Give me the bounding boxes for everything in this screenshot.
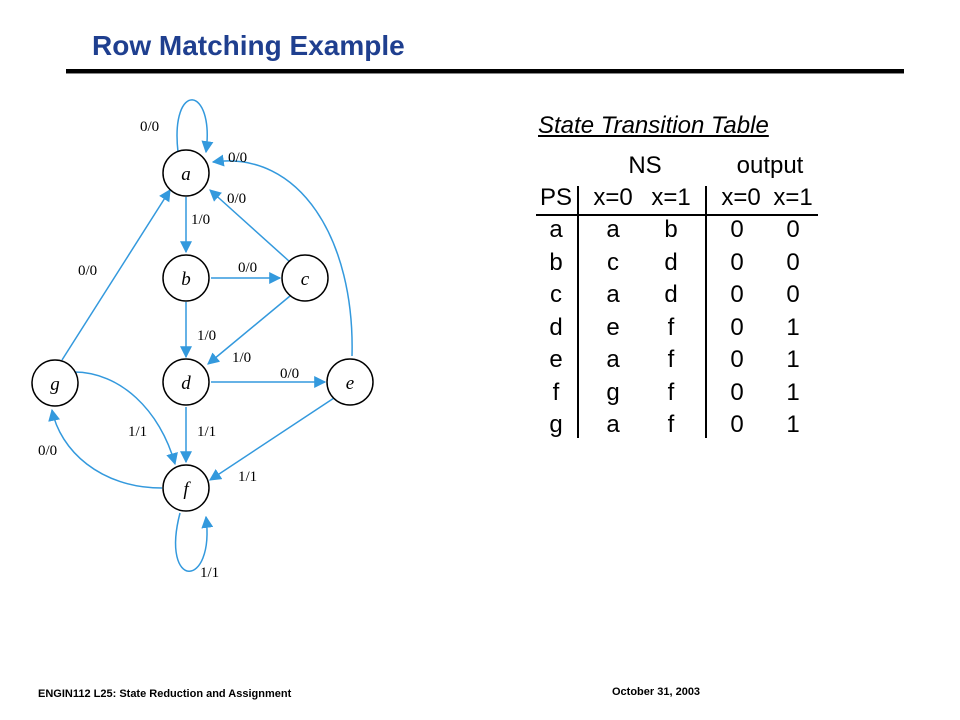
table-cell-out-x0: 0 [730,216,744,243]
title-rule-shadow [66,73,904,74]
edge-c-a [209,189,291,263]
table-cell-out-x1: 1 [786,346,800,373]
table-cell-ps: a [549,216,563,243]
table-cell-ns-x0: a [606,346,620,373]
table-cell-ns-x1: d [664,248,678,276]
node-c: c [281,254,329,302]
label-f-self: 1/1 [200,565,219,581]
table-cell-ps: f [552,378,560,406]
label-f-g: 0/0 [38,443,57,459]
edge-c-d [207,295,291,365]
node-g: g [31,359,79,407]
node-a: a [162,149,210,197]
svg-text:f: f [183,479,191,500]
table-cell-ps: c [550,281,562,308]
node-d: d [162,358,210,406]
table-cell-ns-x1: f [667,411,675,438]
label-c-a: 0/0 [227,191,246,207]
table-cell-out-x1: 1 [786,378,800,406]
edge-g-f [73,371,178,466]
table-cell-ns-x0: e [606,313,620,341]
table-cell-ns-x0: a [606,216,620,243]
col-header-ns-x1: x=1 [651,184,691,211]
ps-divider [577,186,579,438]
label-b-d: 1/0 [197,328,216,344]
header-output: output [736,152,804,179]
svg-text:b: b [181,269,191,290]
svg-text:g: g [50,374,60,395]
table-cell-ns-x1: f [667,378,675,406]
svg-text:e: e [346,373,354,394]
table-cell-ps: e [549,346,563,373]
node-e: e [326,358,374,406]
node-b: b [162,254,210,302]
table-cell-out-x1: 0 [786,281,800,308]
label-g-f: 1/1 [128,424,147,440]
table-cell-ns-x1: d [664,281,678,308]
svg-text:a: a [181,164,191,185]
table-cell-ns-x0: c [607,248,619,276]
table-cell-out-x0: 0 [730,313,744,341]
label-a-self: 0/0 [140,119,159,135]
table-cell-out-x1: 1 [786,313,800,341]
edge-a-self [176,99,214,154]
node-f: f [162,464,210,512]
edge-f-self [174,512,214,572]
table-cell-out-x1: 1 [786,411,800,438]
col-header-ps: PS [539,184,572,211]
table-cell-ns-x0: g [606,378,620,406]
edge-g-a [61,188,171,361]
table-cell-out-x0: 0 [730,378,744,406]
edge-e-f [208,397,335,481]
label-e-a: 0/0 [228,150,247,166]
ns-output-divider [705,186,707,438]
col-header-ns-x0: x=0 [593,184,633,211]
label-d-f: 1/1 [197,424,216,440]
header-underline [536,214,818,216]
table-cell-out-x0: 0 [730,346,744,373]
label-e-f: 1/1 [238,469,257,485]
title-rule [66,69,904,73]
label-b-c: 0/0 [238,260,257,276]
table-cell-out-x0: 0 [730,411,744,438]
slide-title: Row Matching Example [92,30,405,61]
table-cell-out-x0: 0 [730,281,744,308]
table-cell-out-x1: 0 [786,248,800,276]
table-cell-out-x1: 0 [786,216,800,243]
footer-course: ENGIN112 L25: State Reduction and Assign… [38,688,292,700]
footer-date: October 31, 2003 [612,686,701,698]
label-a-b: 1/0 [191,212,210,228]
table-cell-out-x0: 0 [730,248,744,276]
edge-f-g [48,408,163,489]
svg-text:d: d [181,373,191,394]
header-ns: NS [628,152,662,179]
table-cell-ps: d [549,313,563,341]
table-title: State Transition Table [538,112,769,139]
svg-text:c: c [301,269,310,290]
col-header-out-x1: x=1 [773,184,813,211]
label-c-d: 1/0 [232,350,251,366]
edge-e-a [211,154,353,357]
table-cell-ps: b [549,248,563,276]
label-d-e: 0/0 [280,366,299,382]
label-g-a: 0/0 [78,263,97,279]
col-header-out-x0: x=0 [721,184,761,211]
table-cell-ps: g [549,411,563,438]
table-cell-ns-x0: a [606,411,620,438]
table-cell-ns-x1: f [667,346,675,373]
table-cell-ns-x0: a [606,281,620,308]
table-cell-ns-x1: b [664,216,678,243]
table-cell-ns-x1: f [667,313,675,341]
